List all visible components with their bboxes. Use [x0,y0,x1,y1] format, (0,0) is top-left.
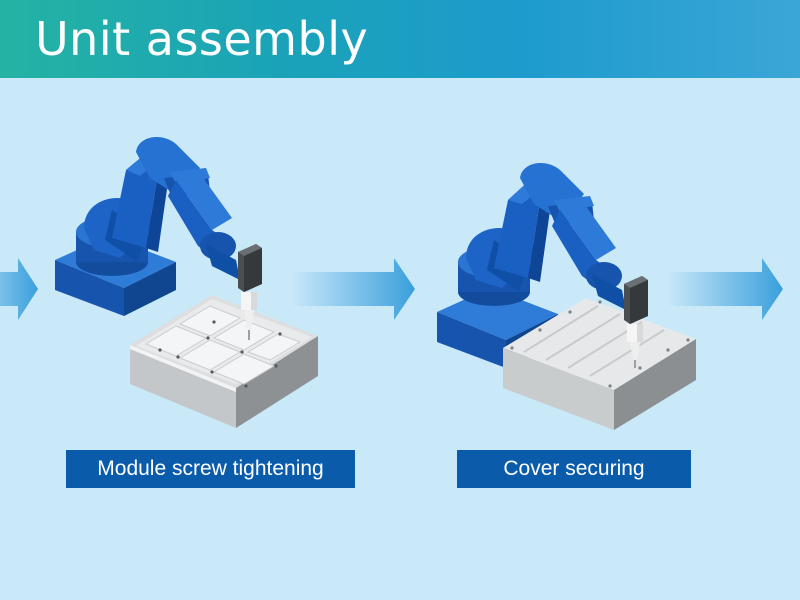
cover-unit-icon [503,298,696,430]
step-label-module-screw-tightening: Module screw tightening [66,450,355,488]
screwdriver-tool-icon [238,244,262,340]
robot-arm-icon [55,137,240,316]
flow-arrow-icon [668,258,783,320]
robot-arm-icon [437,163,626,368]
step-label-cover-securing: Cover securing [457,450,691,488]
flow-arrow-icon [0,258,38,320]
screwdriver-tool-icon [624,276,648,368]
module-unit-icon [130,295,318,428]
page-title: Unit assembly [35,12,369,66]
flow-arrow-icon [292,258,415,320]
header-bar: Unit assembly [0,0,800,78]
